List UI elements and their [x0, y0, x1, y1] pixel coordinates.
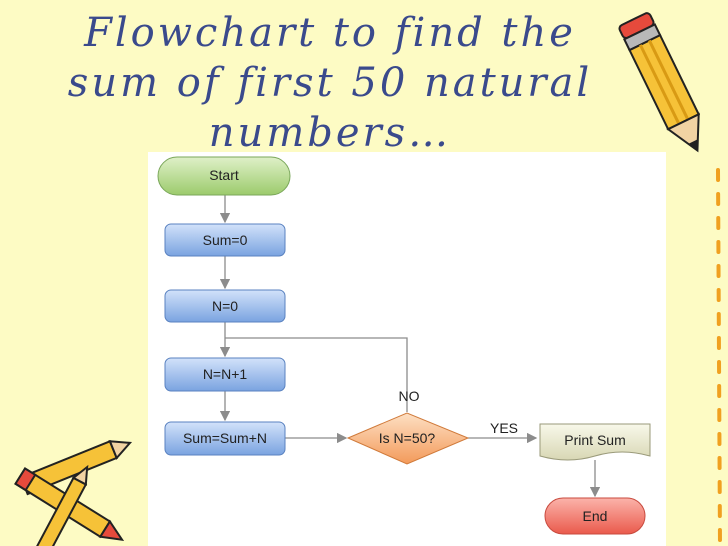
increment-node [164, 357, 286, 392]
flowchart-panel: Start Sum=0 N=0 N=N+1 Sum=Sum+N Is N=50?… [148, 152, 666, 546]
sum-init-node-label: Sum=0 [203, 232, 248, 248]
edge-decision-loop-no [225, 337, 408, 412]
end-node [544, 497, 646, 535]
print-node-label: Print Sum [564, 432, 625, 448]
crayons-icon [14, 439, 133, 546]
increment-node-label: N=N+1 [203, 366, 248, 382]
n-init-node [164, 289, 286, 323]
accumulate-node-label: Sum=Sum+N [183, 430, 267, 446]
start-node [157, 156, 291, 196]
decision-node [346, 412, 470, 465]
accumulate-node [164, 421, 286, 456]
edge-no-label: NO [399, 388, 420, 404]
slide-title: Flowchart to find the sum of first 50 na… [40, 8, 620, 158]
decision-node-label: Is N=50? [379, 430, 436, 446]
edge-yes-label: YES [490, 420, 518, 436]
flowchart-diagram: Start Sum=0 N=0 N=N+1 Sum=Sum+N Is N=50?… [157, 156, 651, 535]
title-line-1: Flowchart to find the [84, 10, 576, 56]
title-line-2: sum of first 50 natural [67, 60, 593, 106]
print-node [539, 423, 651, 461]
sum-init-node [164, 223, 286, 257]
title-line-3: numbers… [208, 110, 452, 156]
n-init-node-label: N=0 [212, 298, 238, 314]
end-node-label: End [583, 508, 608, 524]
decorative-dashed-border [716, 168, 722, 546]
pencil-icon [618, 12, 701, 153]
start-node-label: Start [209, 167, 239, 183]
